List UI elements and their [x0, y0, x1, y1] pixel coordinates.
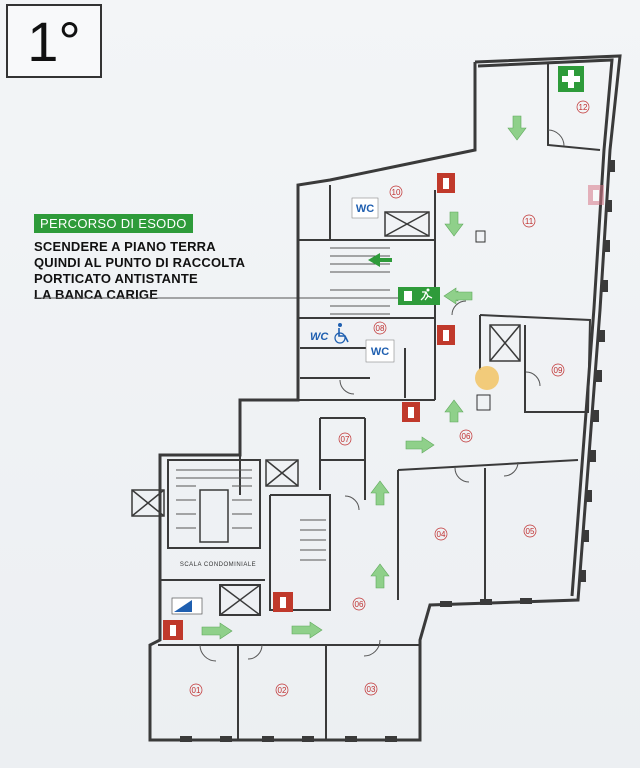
condominium-stairs-label: SCALA CONDOMINIALE [180, 562, 256, 568]
room-11-label: 11 [525, 217, 534, 226]
room-01-label: 01 [192, 686, 201, 695]
stair-exit-arrow [368, 253, 392, 267]
floor-label: 1° [6, 4, 102, 78]
inner-walls [158, 62, 601, 740]
room-05-label: 05 [526, 527, 535, 536]
escape-instructions: SCENDERE A PIANO TERRA QUINDI AL PUNTO D… [34, 239, 274, 303]
floor-number: 1° [27, 9, 81, 73]
stairs-main [330, 247, 390, 315]
room-labels: 12 11 10 08 09 06 07 04 05 06 01 02 03 [189, 100, 590, 697]
first-aid-icon [558, 66, 584, 92]
fire-extinguisher-icon [588, 185, 604, 205]
fire-extinguisher-icon [437, 173, 455, 193]
fire-extinguisher-icon [273, 592, 293, 612]
room-06-label: 06 [355, 600, 364, 609]
column-marker [475, 230, 486, 243]
escape-line: PORTICATO ANTISTANTE [34, 271, 198, 286]
wc-sign: WC [356, 203, 374, 215]
wheelchair-icon [334, 323, 349, 344]
room-08-label: 08 [376, 324, 385, 333]
wc-sign: WC [371, 346, 389, 358]
location-marker [475, 366, 499, 390]
window-marks [180, 160, 615, 742]
stair-well [199, 489, 229, 543]
escape-route-tag: PERCORSO DI ESODO [34, 214, 193, 233]
door-swings [199, 129, 565, 662]
room-09-label: 09 [554, 366, 563, 375]
escape-line: SCENDERE A PIANO TERRA [34, 239, 216, 254]
wc-signs: WC WC WC [310, 197, 395, 363]
outer-walls [148, 54, 622, 742]
lift-icon [171, 597, 203, 615]
escape-line: QUINDI AL PUNTO DI RACCOLTA [34, 255, 246, 270]
escape-arrows [201, 115, 527, 640]
fire-extinguisher-icons [163, 173, 604, 640]
accessible-wc-label: WC [310, 331, 329, 343]
room-02-label: 02 [278, 686, 287, 695]
column-marker [476, 394, 491, 411]
fire-extinguisher-icon [163, 620, 183, 640]
fire-extinguisher-icon [402, 402, 420, 422]
room-10-label: 10 [392, 188, 401, 197]
room-03-label: 03 [367, 685, 376, 694]
shafts [131, 211, 521, 616]
room-07-label: 07 [341, 435, 350, 444]
escape-route-legend: PERCORSO DI ESODO SCENDERE A PIANO TERRA… [34, 214, 274, 303]
room-06-label: 06 [462, 432, 471, 441]
room-04-label: 04 [437, 530, 446, 539]
room-12-label: 12 [579, 103, 588, 112]
emergency-exit-sign [398, 287, 440, 305]
stairs-condo [176, 469, 326, 561]
fire-extinguisher-icon [437, 325, 455, 345]
